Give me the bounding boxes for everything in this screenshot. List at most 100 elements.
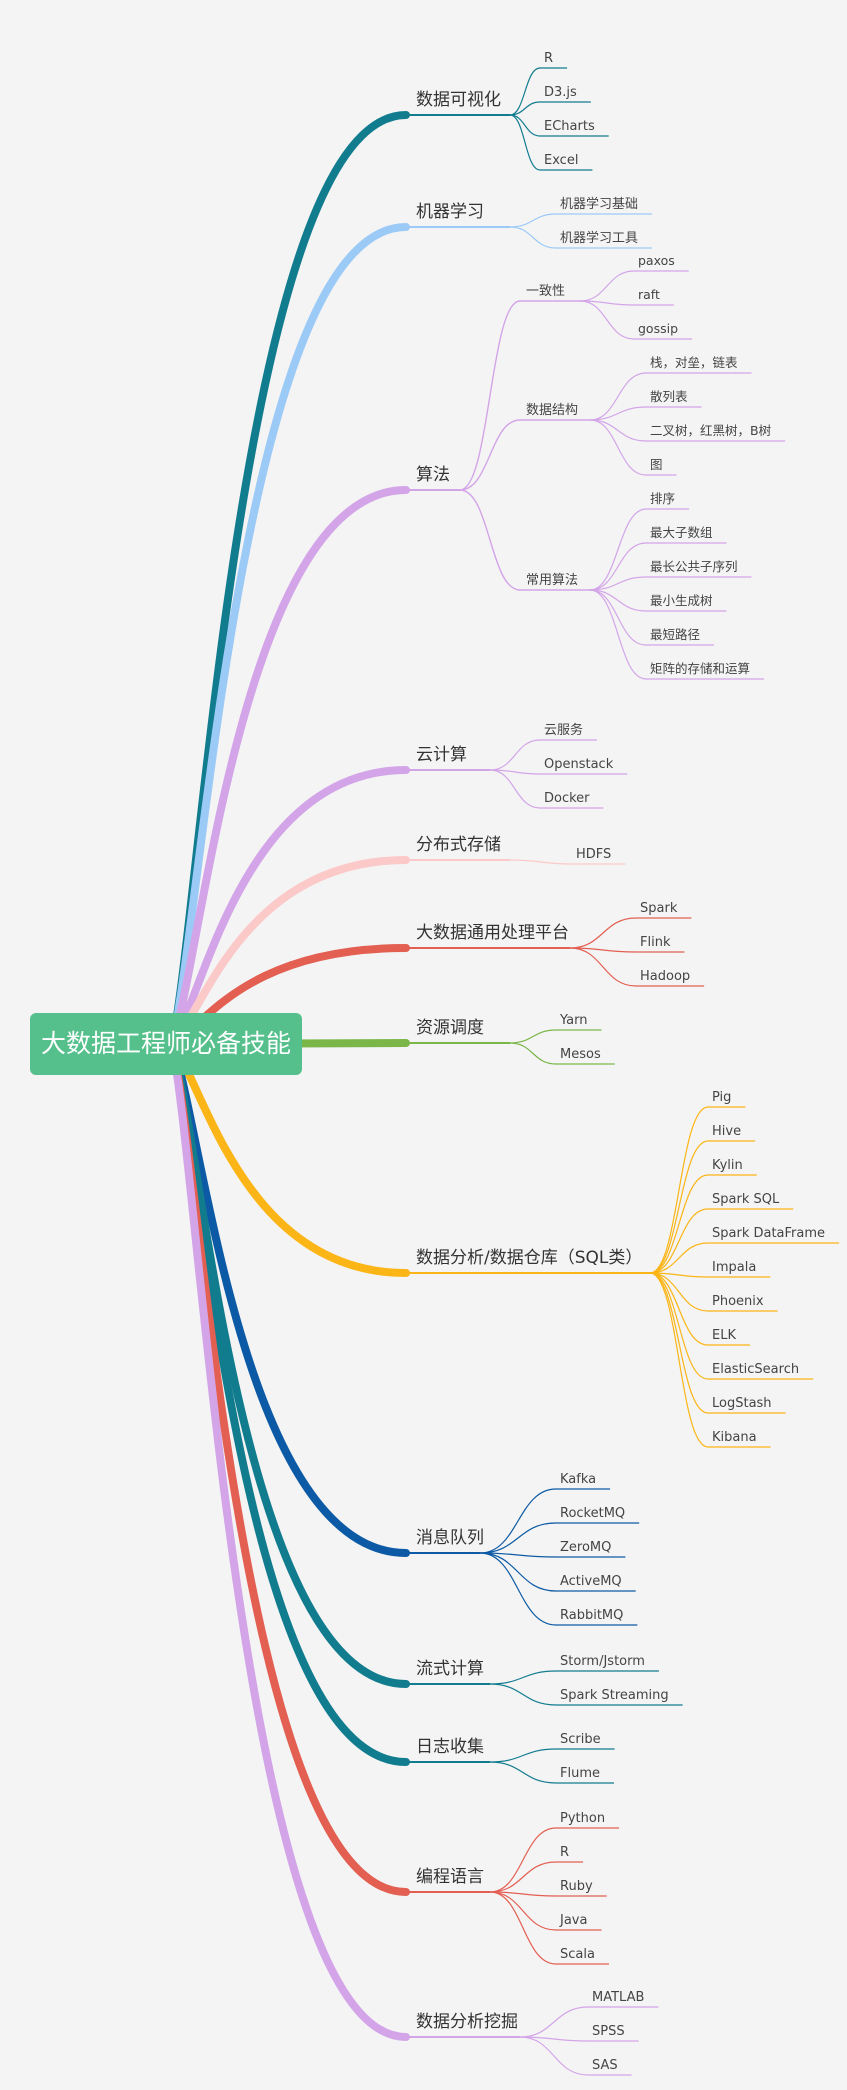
branch-label[interactable]: 算法: [416, 465, 450, 485]
leaf-label[interactable]: Scribe: [560, 1732, 601, 1747]
leaf-label[interactable]: MATLAB: [592, 1990, 644, 2005]
group-label[interactable]: 数据结构: [526, 403, 578, 418]
leaf-label[interactable]: Spark: [640, 901, 678, 916]
leaf-label[interactable]: paxos: [638, 253, 675, 268]
leaf-label[interactable]: Python: [560, 1811, 605, 1826]
leaf-connector: [579, 270, 635, 302]
leaf-label[interactable]: 散列表: [650, 389, 688, 404]
leaf-label[interactable]: Flink: [640, 935, 671, 950]
branch-label[interactable]: 云计算: [416, 745, 467, 765]
root-node[interactable]: [30, 1013, 302, 1075]
leaf-label[interactable]: Excel: [544, 153, 578, 168]
leaf-label[interactable]: 排序: [650, 491, 675, 506]
branch-7: 数据分析/数据仓库（SQL类）: [168, 1040, 650, 1277]
leaf-label[interactable]: 最小生成树: [650, 593, 713, 608]
leaf-label[interactable]: Java: [559, 1913, 587, 1928]
leaf-label[interactable]: Spark Streaming: [560, 1688, 669, 1703]
leaf-label[interactable]: ActiveMQ: [560, 1574, 622, 1589]
leaf-label[interactable]: Hadoop: [640, 969, 690, 984]
leaf-label[interactable]: Phoenix: [712, 1294, 764, 1309]
leaf-connector: [509, 114, 541, 137]
branch-curve: [168, 1040, 410, 1896]
branch-label[interactable]: 资源调度: [416, 1018, 484, 1038]
leaf-connector: [589, 419, 647, 476]
leaf-label[interactable]: ElasticSearch: [712, 1362, 799, 1377]
branch-label[interactable]: 流式计算: [416, 1659, 484, 1679]
leaf-connector: [509, 1029, 557, 1044]
leaf-label[interactable]: SAS: [592, 2058, 618, 2073]
leaf-label[interactable]: 最长公共子序列: [650, 559, 738, 574]
leaf-connector: [489, 1891, 557, 1897]
branch-label[interactable]: 日志收集: [416, 1737, 484, 1757]
leaf-label[interactable]: 图: [650, 457, 663, 472]
leaf-label[interactable]: HDFS: [576, 847, 611, 862]
leaf-label[interactable]: Yarn: [559, 1013, 587, 1028]
branch-curve: [168, 1040, 410, 2041]
leaf-connector: [479, 1552, 557, 1592]
leaf-connector: [479, 1552, 557, 1558]
branch-label[interactable]: 编程语言: [416, 1867, 484, 1887]
leaf-label[interactable]: Ruby: [560, 1879, 593, 1894]
leaf-label[interactable]: ECharts: [544, 119, 595, 134]
leaf-label[interactable]: gossip: [638, 321, 678, 336]
leaf-connector: [649, 1174, 709, 1274]
leaf-label[interactable]: Hive: [712, 1124, 741, 1139]
branch-label[interactable]: 机器学习: [416, 202, 484, 222]
branch-label[interactable]: 数据分析/数据仓库（SQL类）: [416, 1248, 642, 1268]
leaf-label[interactable]: 最短路径: [650, 627, 700, 642]
leaf-label[interactable]: RabbitMQ: [560, 1608, 623, 1623]
leaf-connector: [589, 419, 647, 442]
leaf-connector: [489, 1670, 557, 1685]
leaf-label[interactable]: Kylin: [712, 1158, 743, 1173]
leaf-label[interactable]: RocketMQ: [560, 1506, 625, 1521]
branch-label[interactable]: 大数据通用处理平台: [416, 923, 569, 943]
leaf-label[interactable]: Scala: [560, 1947, 595, 1962]
branch-label[interactable]: 数据分析挖掘: [416, 2012, 518, 2032]
leaf-label[interactable]: 机器学习工具: [560, 230, 638, 246]
leaf-label[interactable]: Mesos: [560, 1047, 601, 1062]
leaf-connector: [569, 947, 637, 987]
leaf-connector: [649, 1106, 709, 1274]
leaf-label[interactable]: SPSS: [592, 2024, 625, 2039]
branch-label[interactable]: 数据可视化: [416, 90, 501, 110]
leaf-label[interactable]: 矩阵的存储和运算: [650, 661, 750, 676]
leaf-connector: [509, 1042, 557, 1065]
group-label[interactable]: 常用算法: [526, 573, 578, 588]
leaf-label[interactable]: 二叉树，红黑树，B树: [650, 423, 771, 438]
leaf-label[interactable]: Kafka: [560, 1472, 596, 1487]
leaf-label[interactable]: Spark DataFrame: [712, 1226, 825, 1241]
leaf-label[interactable]: Impala: [712, 1260, 756, 1275]
leaf-label[interactable]: 机器学习基础: [560, 196, 638, 212]
leaf-connector: [489, 1683, 557, 1706]
leaf-label[interactable]: Flume: [560, 1766, 600, 1781]
leaf-label[interactable]: Spark SQL: [712, 1192, 780, 1207]
leaf-label[interactable]: ELK: [712, 1328, 736, 1343]
leaf-label[interactable]: LogStash: [712, 1396, 772, 1411]
leaf-connector: [489, 769, 541, 775]
leaf-label[interactable]: 栈，对垒，链表: [650, 355, 738, 370]
leaf-label[interactable]: R: [560, 1845, 569, 1860]
leaf-label[interactable]: Storm/Jstorm: [560, 1654, 645, 1669]
leaf-label[interactable]: Openstack: [544, 757, 614, 772]
leaf-connector: [649, 1272, 709, 1414]
leaf-label[interactable]: 云服务: [544, 722, 583, 738]
leaf-connector: [509, 67, 541, 116]
leaf-label[interactable]: 最大子数组: [650, 525, 713, 540]
leaf-connector: [489, 1861, 557, 1893]
leaf-label[interactable]: ZeroMQ: [560, 1540, 611, 1555]
leaf-label[interactable]: raft: [638, 287, 660, 302]
leaf-connector: [519, 2036, 589, 2042]
leaf-label[interactable]: Kibana: [712, 1430, 757, 1445]
leaf-connector: [589, 508, 647, 591]
leaf-connector: [649, 1272, 709, 1346]
leaf-label[interactable]: Pig: [712, 1090, 731, 1105]
branch-label[interactable]: 消息队列: [416, 1528, 484, 1548]
leaf-label[interactable]: R: [544, 51, 553, 66]
leaf-connector: [489, 739, 541, 771]
branch-label[interactable]: 分布式存储: [416, 835, 501, 855]
leaf-label[interactable]: D3.js: [544, 85, 577, 100]
leaf-label[interactable]: Docker: [544, 791, 590, 806]
group-label[interactable]: 一致性: [526, 284, 565, 299]
leaf-connector: [649, 1272, 709, 1448]
branch-3: 云计算: [168, 745, 490, 1048]
